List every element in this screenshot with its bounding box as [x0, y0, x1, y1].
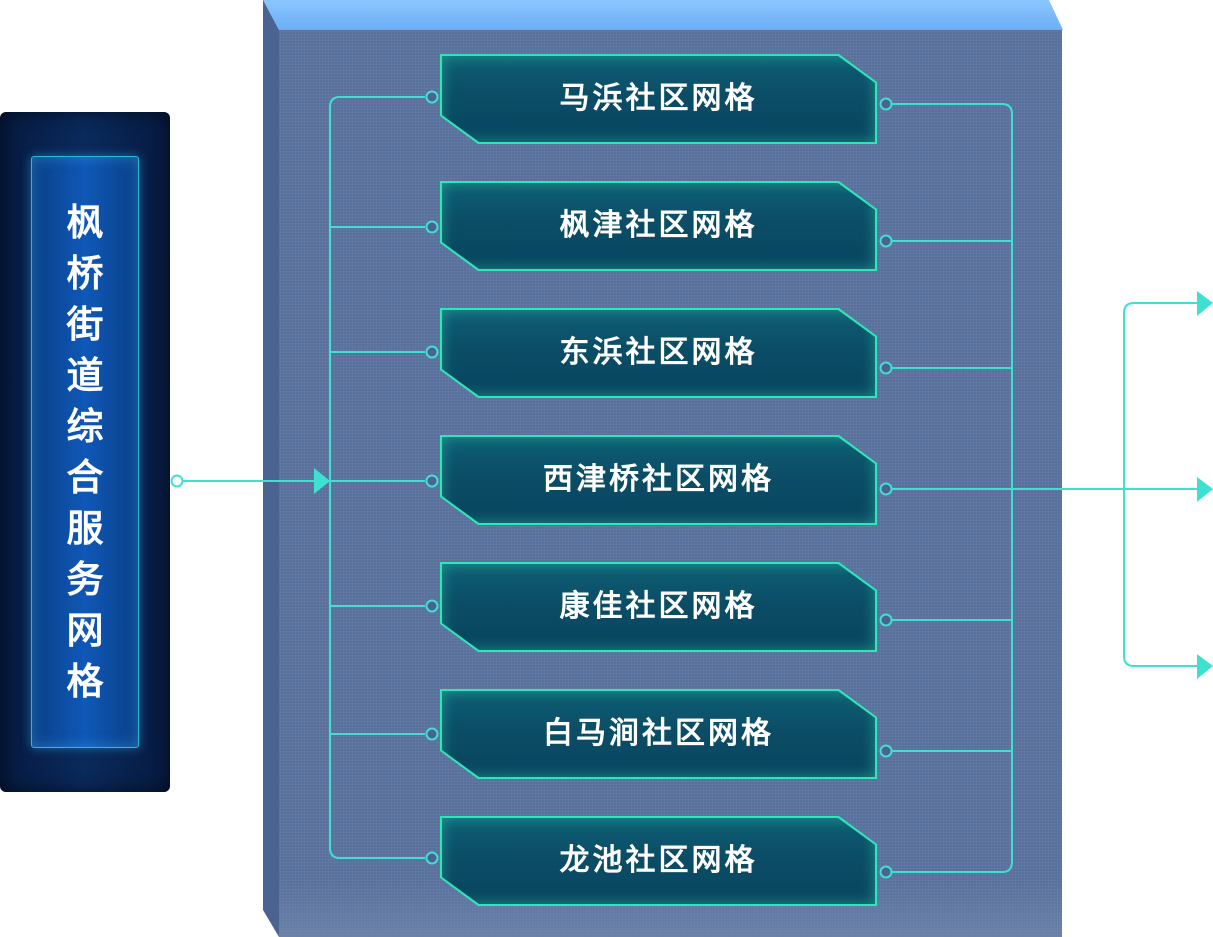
right-port-7-icon [879, 865, 893, 879]
grid-node-longchi: 龙池社区网格 [440, 816, 877, 906]
grid-node-dongbang: 东浜社区网格 [440, 308, 877, 398]
left-port-3-icon [425, 345, 439, 359]
grid-node-label: 龙池社区网格 [559, 843, 758, 878]
input-port-icon [170, 474, 184, 488]
grid-node-kangjia: 康佳社区网格 [440, 562, 877, 652]
grid-node-fengjin: 枫津社区网格 [440, 181, 877, 271]
left-port-4-icon [425, 474, 439, 488]
left-port-7-icon [425, 851, 439, 865]
left-title-panel: 枫桥街道综合服务网格 [0, 112, 170, 792]
output-fork [1123, 302, 1198, 667]
left-port-5-icon [425, 599, 439, 613]
right-port-5-icon [879, 613, 893, 627]
grid-node-label: 马浜社区网格 [559, 81, 758, 116]
right-port-4-icon [879, 482, 893, 496]
output-arrow-bottom-icon [1197, 654, 1213, 679]
right-port-3-icon [879, 361, 893, 375]
right-port-2-icon [879, 234, 893, 248]
board-side-edge [263, 0, 279, 937]
output-arrow-top-icon [1197, 291, 1213, 316]
grid-node-label: 枫津社区网格 [559, 208, 758, 243]
left-bus [329, 96, 425, 859]
right-port-6-icon [879, 744, 893, 758]
left-port-2-icon [425, 220, 439, 234]
output-arrow-middle-icon [1197, 477, 1213, 502]
input-arrow-icon [314, 468, 330, 494]
right-port-1-icon [879, 97, 893, 111]
left-port-6-icon [425, 727, 439, 741]
grid-node-label: 西津桥社区网格 [543, 462, 774, 497]
grid-node-baimajian: 白马涧社区网格 [440, 689, 877, 779]
left-title-frame: 枫桥街道综合服务网格 [31, 156, 139, 748]
left-title: 枫桥街道综合服务网格 [66, 201, 104, 703]
grid-node-label: 白马涧社区网格 [543, 716, 774, 751]
grid-node-mabang: 马浜社区网格 [440, 54, 877, 144]
grid-node-label: 东浜社区网格 [559, 335, 758, 370]
grid-node-xijinqiao: 西津桥社区网格 [440, 435, 877, 525]
left-port-1-icon [425, 90, 439, 104]
grid-node-label: 康佳社区网格 [559, 589, 758, 624]
board-top-edge [263, 0, 1063, 30]
